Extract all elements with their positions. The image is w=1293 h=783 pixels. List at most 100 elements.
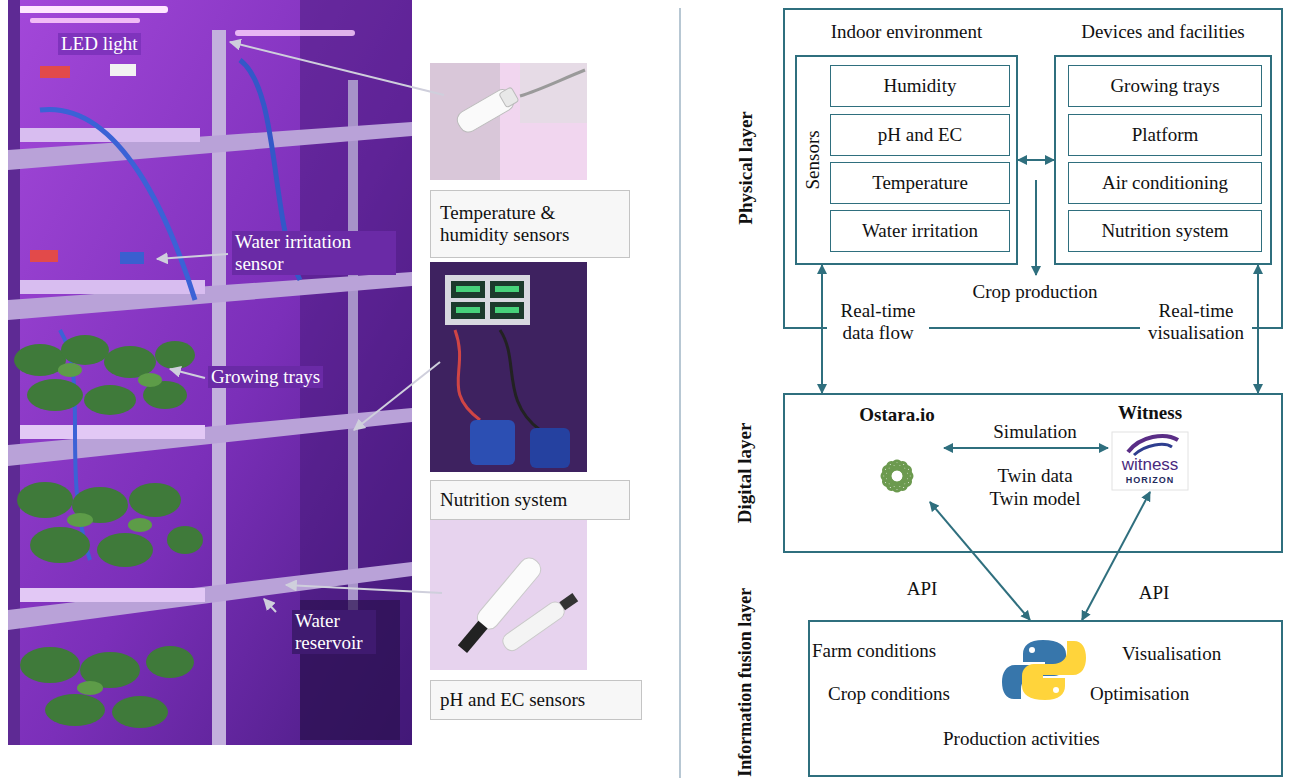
function-label: Optimisation — [1090, 683, 1189, 705]
item-box: Nutrition system — [1068, 210, 1262, 252]
farm-photo-part — [20, 425, 205, 439]
farm-photo-part — [8, 408, 412, 466]
ph-ec-inset-part — [430, 520, 587, 670]
farm-photo-part-part — [129, 483, 181, 517]
witness-logo-part — [1112, 432, 1188, 490]
software-name: Ostara.io — [850, 404, 944, 426]
photo-callout: Water reservoir — [292, 610, 376, 654]
nutrition-inset-part — [451, 302, 485, 319]
farm-photo-part-part — [138, 373, 162, 387]
label-box: pH and EC sensors — [430, 680, 642, 720]
ostara-logo-part — [881, 462, 914, 489]
edge-label: Simulation — [980, 421, 1090, 443]
nutrition-inset-part — [451, 281, 485, 298]
logo-subtitle: HORIZON — [1112, 475, 1188, 485]
layer-title: Physical layer — [734, 111, 756, 224]
item-box: Platform — [1068, 114, 1262, 156]
edge-label: API — [1128, 582, 1180, 604]
python-logo-part — [1022, 641, 1086, 700]
farm-photo-part — [8, 0, 20, 745]
nutrition-inset-part — [495, 286, 519, 292]
nutrition-inset-part — [456, 307, 480, 313]
farm-photo-part — [8, 0, 412, 745]
twin-label: Twin data — [980, 465, 1090, 487]
group-side-label: Sensors — [801, 130, 823, 189]
box-label: Nutrition system — [1101, 220, 1228, 242]
nutrition-inset-part — [530, 428, 570, 468]
ph-ec-inset-part-part — [559, 593, 578, 610]
farm-photo-part-part — [77, 681, 103, 695]
leader-lines-part — [170, 369, 205, 378]
farm-photo-part-part — [84, 385, 136, 415]
farm-photo-part-part — [67, 513, 93, 527]
leader-lines — [157, 42, 444, 612]
panel-divider — [679, 8, 681, 778]
ph-ec-inset-part — [500, 590, 581, 654]
nutrition-inset-part — [430, 262, 587, 472]
item-box: Growing trays — [1068, 65, 1262, 107]
software-node: WitnesswitnessHORIZON — [1108, 400, 1192, 492]
label-box: Temperature & humidity sensors — [430, 190, 630, 258]
nutrition-inset-part — [445, 275, 530, 325]
farm-photo-part — [8, 272, 412, 320]
sensor-inset-part — [454, 84, 520, 135]
sensor-inset-part-part — [499, 87, 519, 108]
edge-label: Real-time data flow — [827, 300, 929, 344]
layer-title: Digital layer — [734, 423, 756, 524]
farm-photo-part — [14, 335, 203, 728]
item-box: Humidity — [830, 65, 1010, 107]
farm-photo-part-part — [128, 518, 152, 532]
function-label: Crop conditions — [828, 683, 950, 705]
leader-lines-part — [286, 585, 442, 593]
nutrition-inset-part — [500, 330, 540, 430]
box-label: Growing trays — [1110, 75, 1219, 97]
box-label: Water irritation — [862, 220, 978, 242]
connector-layer-part — [822, 160, 1258, 620]
farm-photo-part-part — [146, 646, 194, 678]
box-label: Air conditioning — [1102, 172, 1228, 194]
ph-ec-inset — [430, 520, 587, 670]
nutrition-inset-part — [490, 281, 524, 298]
box-label: pH and EC sensors — [440, 689, 585, 711]
twin-label: Twin model — [980, 488, 1090, 510]
leader-lines-part — [157, 254, 228, 259]
software-name: Witness — [1108, 402, 1192, 424]
photo-callout: Water irritation sensor — [232, 231, 396, 275]
edge-label: API — [896, 578, 948, 600]
farm-photo-part-part — [27, 379, 83, 411]
box-label: Platform — [1132, 124, 1199, 146]
farm-photo-part — [40, 109, 195, 300]
witness-logo-part — [1134, 444, 1172, 455]
farm-photo-part — [40, 66, 70, 78]
box-label: pH and EC — [878, 124, 962, 146]
nutrition-inset-part — [495, 307, 519, 313]
software-node: Ostara.io — [850, 400, 944, 502]
sensor-inset-part — [520, 70, 585, 96]
production-arrow — [1035, 180, 1037, 275]
farm-photo-part-part — [155, 341, 195, 369]
nutrition-inset-part — [470, 420, 515, 465]
nutrition-inset-part — [490, 302, 524, 319]
layer-title: Information fusion layer — [735, 588, 756, 777]
sensor-inset-part — [520, 63, 587, 123]
ostara-logo — [881, 460, 914, 493]
group-box: Indoor environmentSensorsHumiditypH and … — [795, 55, 1018, 265]
farm-photo-part-part — [30, 527, 90, 563]
box-label: Temperature — [872, 172, 968, 194]
layer-band: Physical layerCrop productionIndoor envi… — [783, 8, 1283, 329]
output-label: Crop production — [940, 281, 1130, 303]
farm-photo-part — [58, 363, 162, 695]
function-label: Visualisation — [1122, 643, 1221, 665]
farm-photo-part — [110, 64, 136, 76]
farm-photo-part-part — [17, 482, 73, 518]
farm-photo-part — [18, 6, 168, 13]
nutrition-inset-part — [455, 330, 480, 420]
label-box: Nutrition system — [430, 480, 630, 520]
farm-photo-part — [8, 122, 412, 170]
farm-photo-part-part — [58, 363, 82, 377]
python-logo-part — [1053, 687, 1059, 693]
leader-lines-part — [264, 599, 276, 612]
photo-callout: Growing trays — [208, 366, 323, 388]
